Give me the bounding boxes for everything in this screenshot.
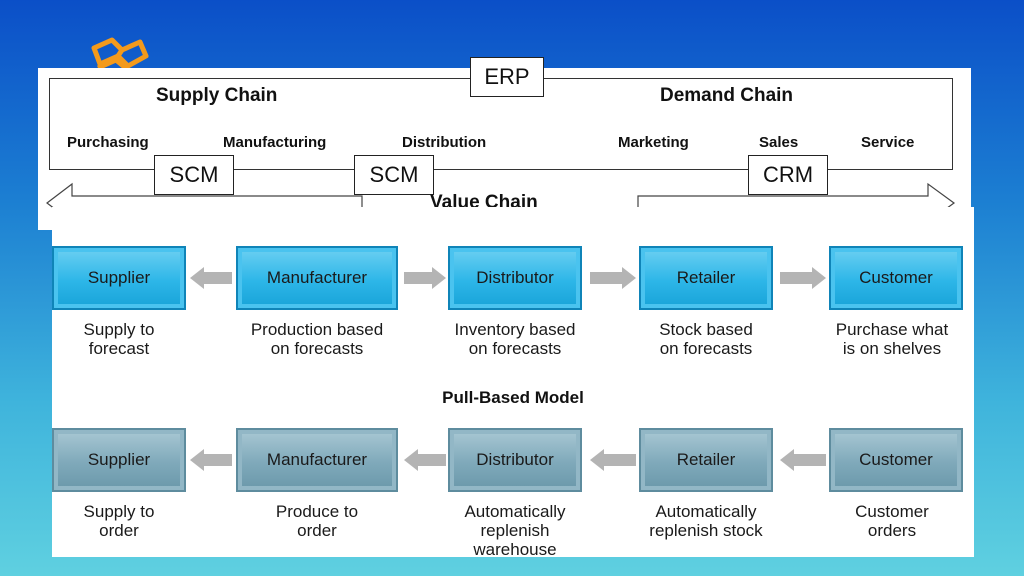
push-desc-supplier-line-1: Supply to: [83, 320, 155, 339]
pull-desc-manufacturer-line-1: Produce to: [275, 502, 359, 521]
pull-node-manufacturer: Manufacturer: [236, 428, 398, 492]
pull-node-retailer: Retailer: [639, 428, 773, 492]
pull-desc-manufacturer: Produce to order: [218, 502, 416, 540]
pull-desc-supplier-line-1: Supply to: [83, 502, 155, 521]
push-arrow-manufacturer-to-supplier: [190, 267, 232, 289]
push-arrow-manufacturer-to-distributor: [404, 267, 446, 289]
crm-label: CRM: [748, 155, 828, 195]
bottom-panel: Supplier Manufacturer Distributor Retail…: [52, 207, 974, 559]
push-desc-customer: Purchase what is on shelves: [810, 320, 974, 358]
pull-desc-customer: Customer orders: [810, 502, 974, 540]
pull-desc-distributor-line-2: replenish: [480, 521, 550, 540]
pull-desc-distributor-line-1: Automatically: [464, 502, 566, 521]
pull-node-supplier: Supplier: [52, 428, 186, 492]
push-desc-retailer: Stock based on forecasts: [620, 320, 792, 358]
push-desc-distributor-line-1: Inventory based: [454, 320, 576, 339]
pull-desc-distributor-line-3: warehouse: [473, 540, 557, 559]
push-desc-manufacturer-line-1: Production based: [250, 320, 384, 339]
scm-label-1: SCM: [154, 155, 234, 195]
function-manufacturing: Manufacturing: [223, 134, 327, 151]
pull-desc-manufacturer-line-2: order: [297, 521, 337, 540]
push-desc-retailer-line-1: Stock based: [659, 320, 753, 339]
push-node-customer: Customer: [829, 246, 963, 310]
pull-desc-distributor: Automatically replenish warehouse: [420, 502, 610, 559]
demand-chain-title: Demand Chain: [660, 85, 794, 106]
push-desc-manufacturer: Production based on forecasts: [218, 320, 416, 358]
function-service: Service: [861, 134, 915, 151]
pull-desc-customer-line-2: orders: [867, 521, 917, 540]
pull-arrow-retailer-to-distributor: [590, 449, 636, 471]
push-desc-customer-line-2: is on shelves: [842, 339, 942, 358]
pull-desc-customer-line-1: Customer: [855, 502, 929, 521]
push-node-retailer: Retailer: [639, 246, 773, 310]
supply-chain-title: Supply Chain: [156, 85, 278, 106]
function-purchasing: Purchasing: [67, 134, 149, 151]
push-node-manufacturer: Manufacturer: [236, 246, 398, 310]
push-node-supplier: Supplier: [52, 246, 186, 310]
function-marketing: Marketing: [618, 134, 689, 151]
push-arrow-retailer-to-customer: [780, 267, 826, 289]
function-distribution: Distribution: [402, 134, 487, 151]
push-arrow-distributor-to-retailer: [590, 267, 636, 289]
pull-desc-retailer: Automatically replenish stock: [614, 502, 798, 540]
push-node-distributor: Distributor: [448, 246, 582, 310]
pull-desc-supplier: Supply to order: [52, 502, 186, 540]
pull-desc-retailer-line-2: replenish stock: [649, 521, 763, 540]
push-desc-supplier-line-2: forecast: [88, 339, 150, 358]
push-desc-retailer-line-2: on forecasts: [659, 339, 753, 358]
pull-arrow-customer-to-retailer: [780, 449, 826, 471]
push-desc-supplier: Supply to forecast: [52, 320, 186, 358]
scm-label-2: SCM: [354, 155, 434, 195]
top-panel: ERP Supply Chain Demand Chain Purchasing…: [38, 57, 971, 230]
pull-model-title: Pull-Based Model: [442, 388, 584, 407]
pull-node-customer: Customer: [829, 428, 963, 492]
push-desc-distributor: Inventory based on forecasts: [420, 320, 610, 358]
pull-node-distributor: Distributor: [448, 428, 582, 492]
function-sales: Sales: [759, 134, 799, 151]
pull-arrow-distributor-to-manufacturer: [404, 449, 446, 471]
push-desc-distributor-line-2: on forecasts: [468, 339, 562, 358]
book-icon: [91, 37, 149, 72]
push-desc-manufacturer-line-2: on forecasts: [270, 339, 364, 358]
pull-desc-retailer-line-1: Automatically: [655, 502, 757, 521]
erp-label: ERP: [470, 57, 544, 97]
pull-arrow-manufacturer-to-supplier: [190, 449, 232, 471]
push-desc-customer-line-1: Purchase what: [835, 320, 949, 339]
pull-desc-supplier-line-2: order: [99, 521, 139, 540]
